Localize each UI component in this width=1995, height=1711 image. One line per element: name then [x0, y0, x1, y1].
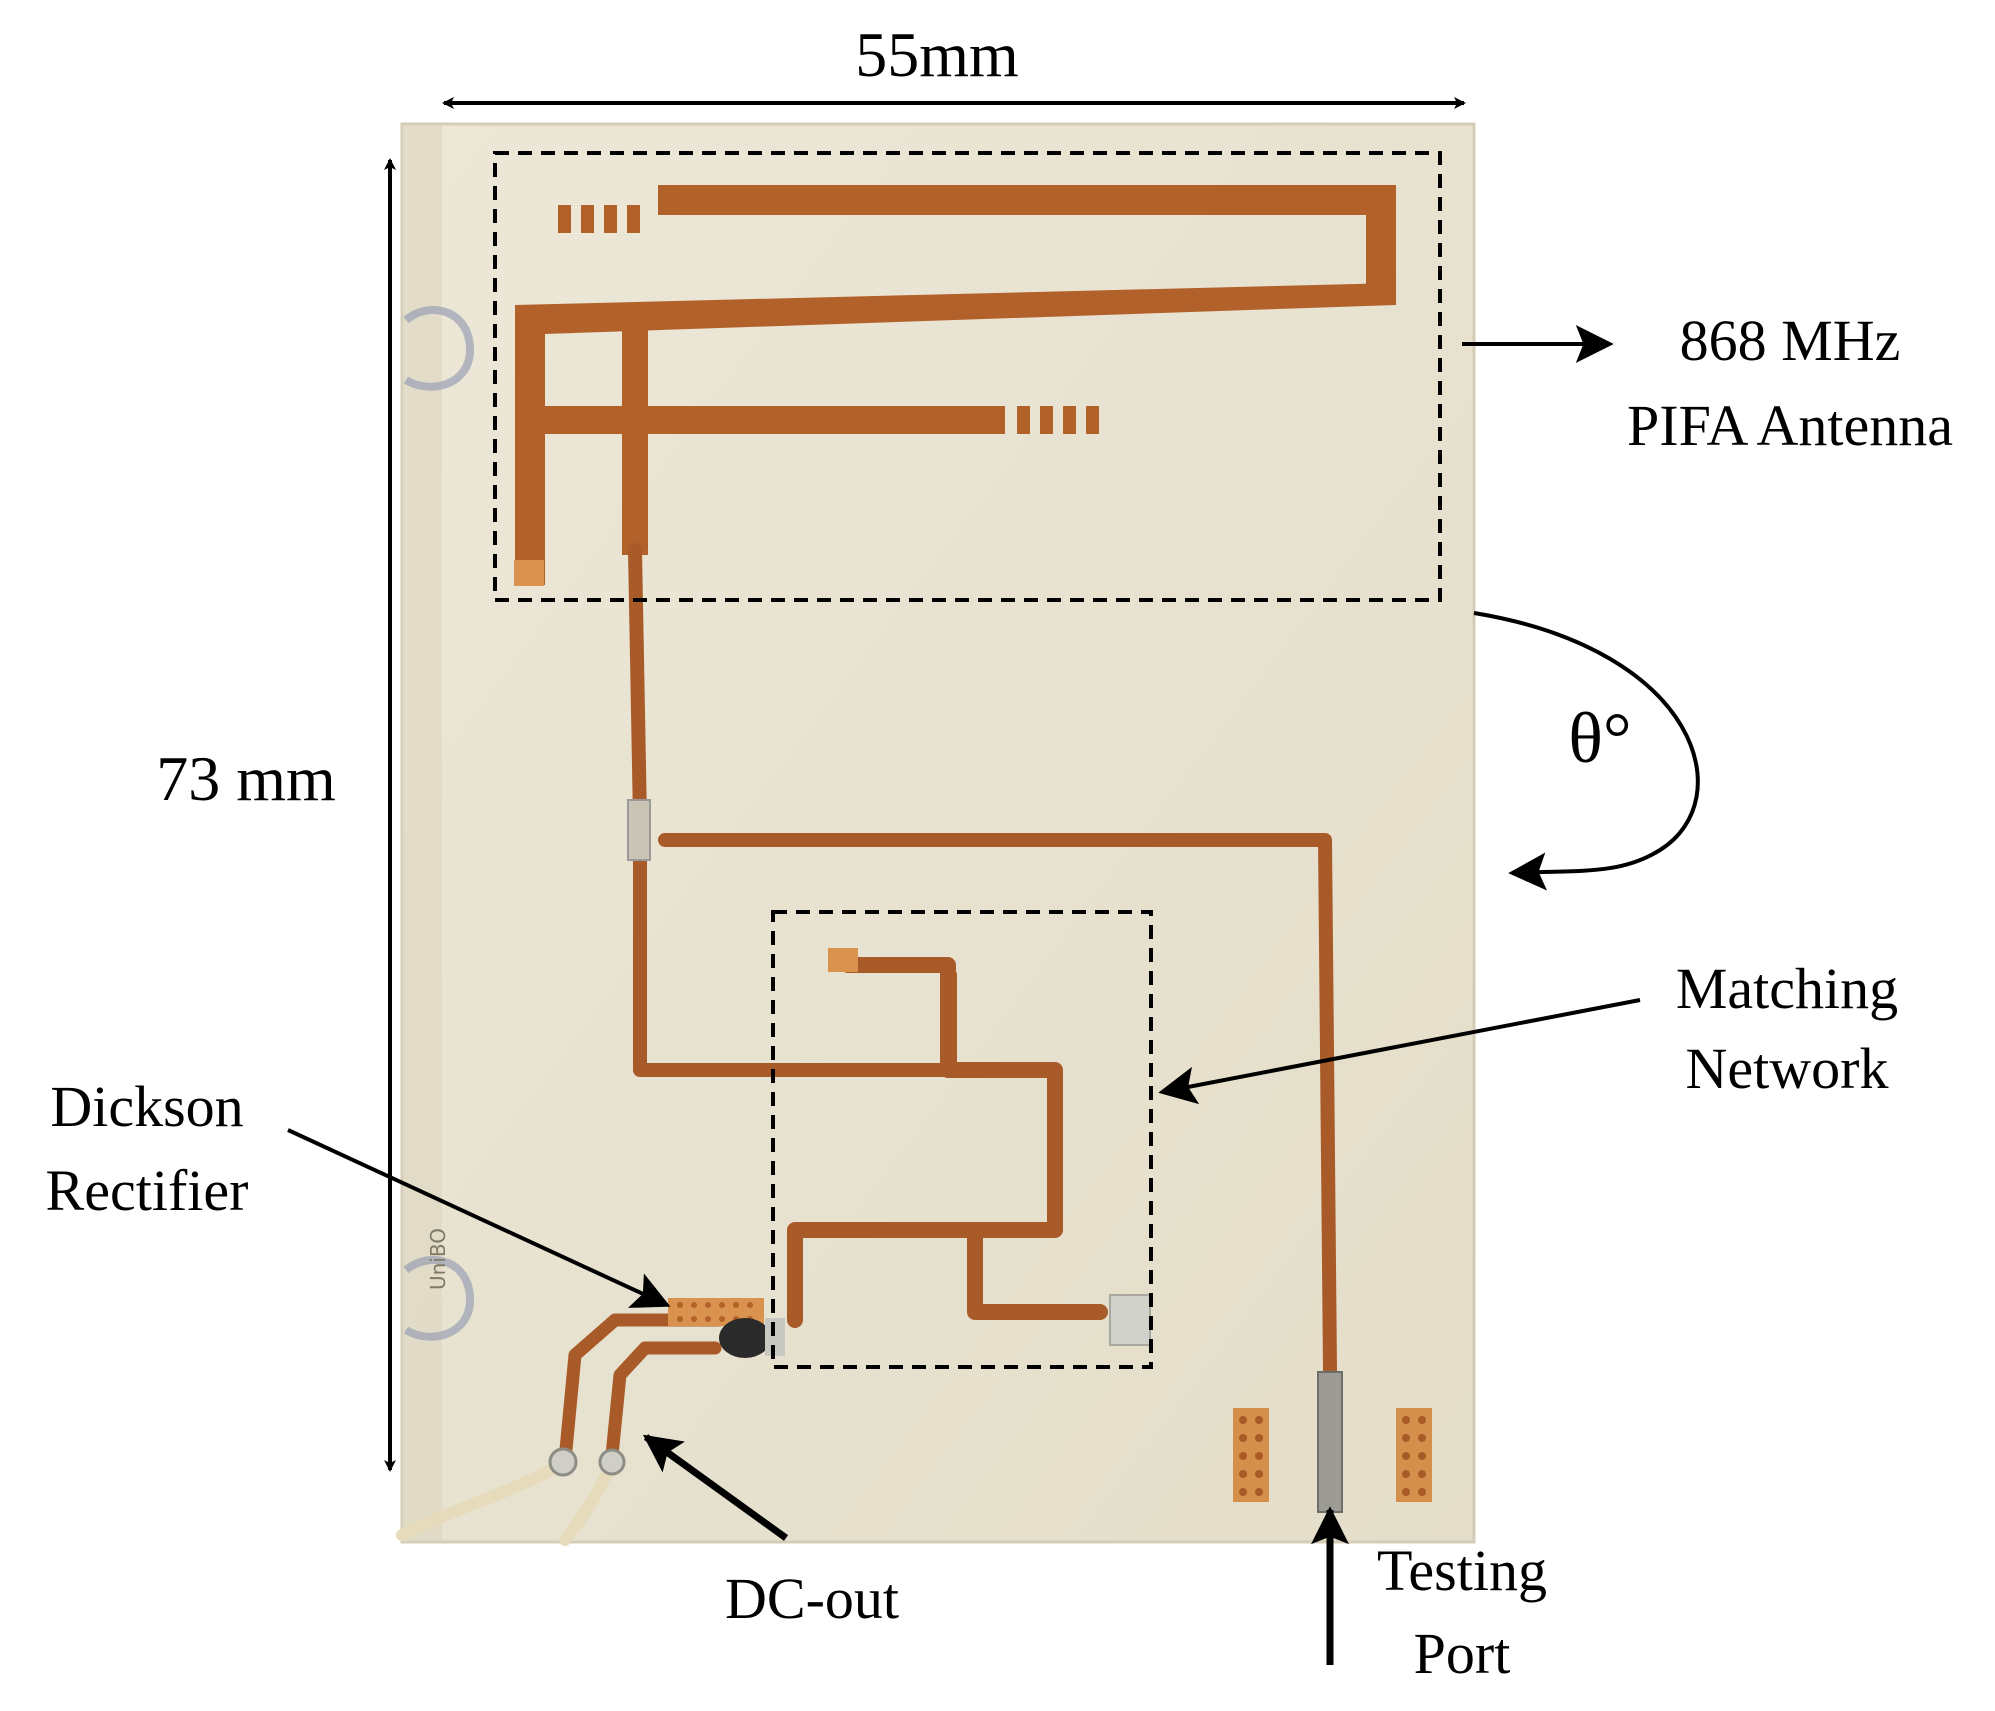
- callout-arrows: [287, 325, 1700, 1665]
- rectifier-callout-arrow: [287, 1128, 671, 1308]
- matching-pad: [828, 948, 858, 972]
- matching-label-line2: Network: [1686, 1036, 1889, 1101]
- antenna-label-line1: 868 MHz: [1680, 308, 1901, 373]
- antenna-box: [493, 151, 1442, 602]
- testing-port-pin: [1317, 1371, 1343, 1513]
- board-mark: UniBO: [426, 1228, 450, 1290]
- matching-network-box: [771, 910, 1153, 1369]
- rotation-label: θ°: [1568, 698, 1631, 778]
- series-component-solder: [627, 799, 651, 861]
- width-label: 55mm: [855, 19, 1019, 90]
- holder-clip-top: [403, 306, 475, 391]
- rectifier-label-line2: Rectifier: [46, 1158, 249, 1223]
- dc-out-label: DC-out: [725, 1566, 899, 1631]
- dimension-arrows: [384, 97, 1466, 1472]
- rectifier-diodes: [719, 1318, 771, 1358]
- components: [396, 799, 1432, 1546]
- dc-out-callout-arrow: [642, 1434, 789, 1541]
- matching-callout-arrow: [1158, 998, 1641, 1105]
- antenna-label-line2: PIFA Antenna: [1627, 393, 1953, 458]
- rectifier-label-line1: Dickson: [50, 1074, 243, 1139]
- pifa-antenna: [514, 185, 1396, 586]
- matching-solder-joint: [1109, 1294, 1151, 1346]
- height-label: 73 mm: [156, 743, 336, 814]
- holder-clip-bottom: [403, 1256, 475, 1341]
- matching-label-line1: Matching: [1676, 956, 1898, 1021]
- rf-traces: [558, 543, 1337, 1467]
- labels: 55mm 73 mm 868 MHz PIFA Antenna θ° Match…: [46, 19, 1953, 1686]
- testing-port-pads: [1233, 1408, 1432, 1502]
- testing-label-line2: Port: [1414, 1621, 1511, 1686]
- testing-label-line1: Testing: [1377, 1538, 1547, 1603]
- rectifier-solder: [765, 1318, 785, 1356]
- dashed-boxes: [493, 151, 1442, 1369]
- rotation-arrow: [1473, 611, 1700, 891]
